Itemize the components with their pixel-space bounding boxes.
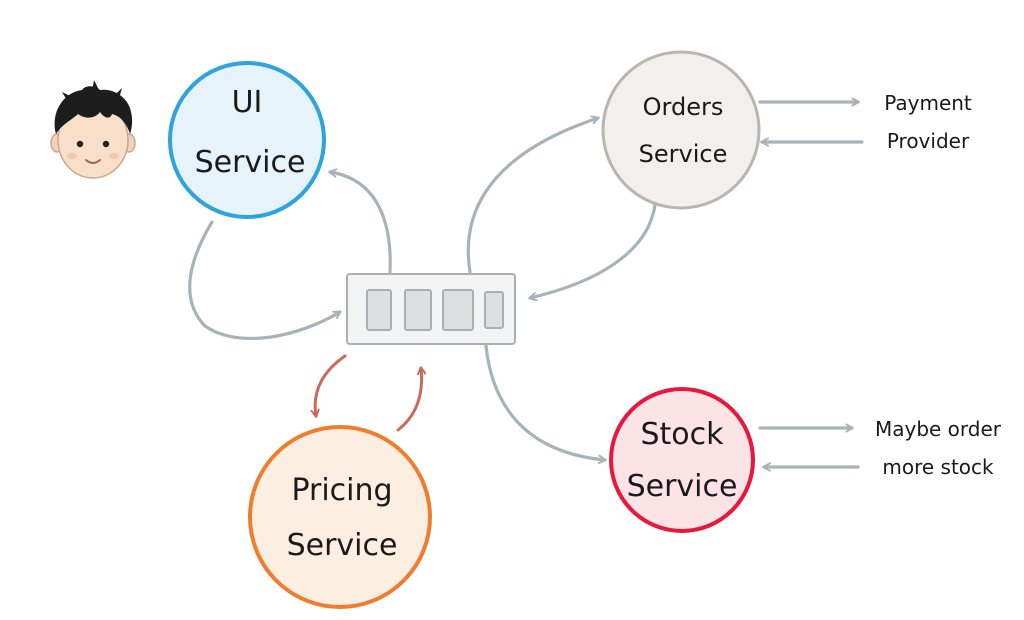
ui-service-node: UI Service	[168, 61, 326, 219]
connector-bus-to-pricing	[315, 354, 347, 416]
stock-service-circle	[609, 387, 755, 533]
connector-orders-to-bus	[530, 203, 657, 298]
connector-bus-to-orders	[466, 118, 598, 274]
connector-ui-to-bus	[188, 220, 340, 341]
orders-service-title: Orders	[643, 93, 724, 121]
supplier-label-line1: Maybe order	[875, 417, 1002, 441]
orders-service-subtitle: Service	[639, 140, 728, 168]
connector-pricing-to-bus	[396, 368, 422, 432]
payment-provider-label-line2: Provider	[887, 129, 970, 153]
pricing-service-node: Pricing Service	[248, 425, 432, 609]
connector-bus-to-stock	[484, 344, 605, 460]
stock-service-subtitle: Service	[627, 469, 738, 504]
ui-service-subtitle: Service	[195, 145, 306, 180]
supplier-label-line2: more stock	[882, 455, 994, 479]
connector-bus-to-ui	[330, 172, 392, 274]
stock-service-title: Stock	[640, 417, 724, 452]
payment-provider-label-line1: Payment	[884, 91, 972, 115]
stock-service-node: Stock Service	[609, 387, 755, 533]
pricing-service-circle	[248, 425, 432, 609]
user-avatar-icon	[50, 80, 136, 179]
pricing-service-subtitle: Service	[287, 528, 398, 563]
ui-service-title: UI	[232, 85, 263, 120]
orders-service-node: Orders Service	[601, 50, 761, 210]
orders-service-circle	[601, 50, 761, 210]
ui-service-circle	[168, 61, 326, 219]
pricing-service-title: Pricing	[291, 473, 392, 508]
message-bus-icon	[346, 273, 516, 345]
